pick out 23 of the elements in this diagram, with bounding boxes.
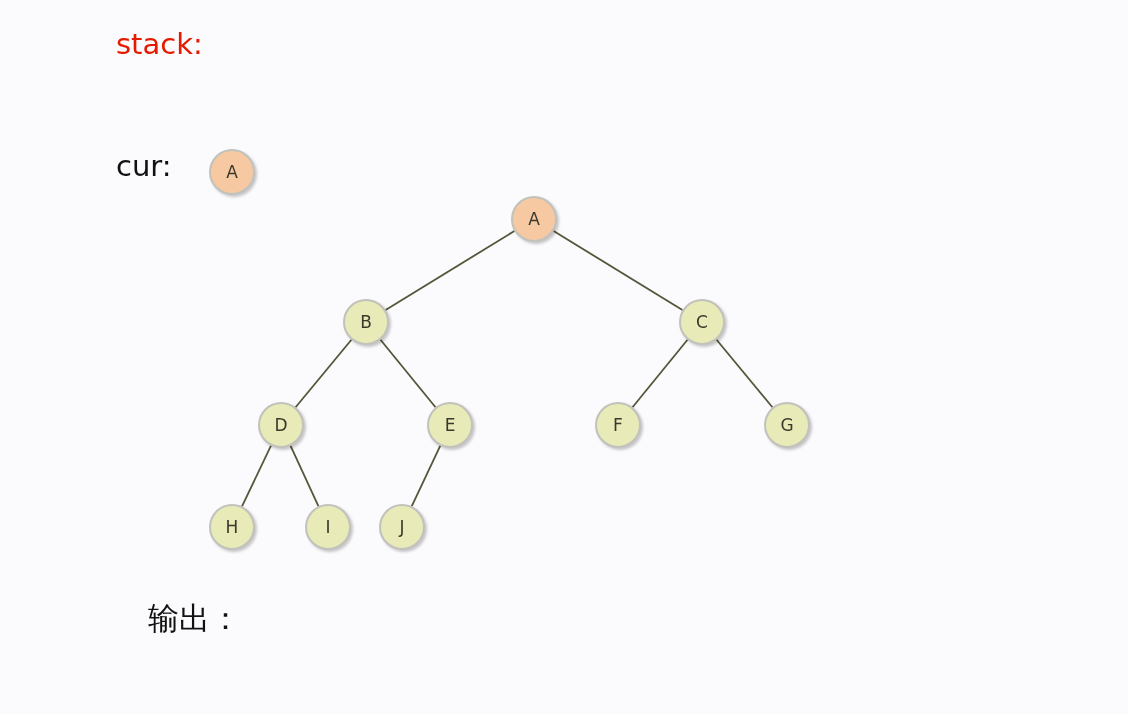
edge-line [410,444,442,508]
node-circle: I [305,504,351,550]
edge-line [552,230,684,311]
node-circle: E [427,402,473,448]
node-circle: H [209,504,255,550]
node-circle: A [511,196,557,242]
stack-label: stack: [116,30,203,59]
node-circle: G [764,402,810,448]
node-circle: B [343,299,389,345]
node-circle: A [209,149,255,195]
edge-line [294,338,353,409]
edge-line [241,444,272,508]
output-label: 输出： [148,603,241,634]
edge-line [715,338,774,409]
node-circle: J [379,504,425,550]
edge-line [384,230,516,311]
edge-line [379,338,437,409]
edge-line [631,338,689,409]
node-circle: C [679,299,725,345]
cur-label: cur: [116,152,172,181]
node-circle: F [595,402,641,448]
edge-line [289,445,320,507]
node-circle: D [258,402,304,448]
